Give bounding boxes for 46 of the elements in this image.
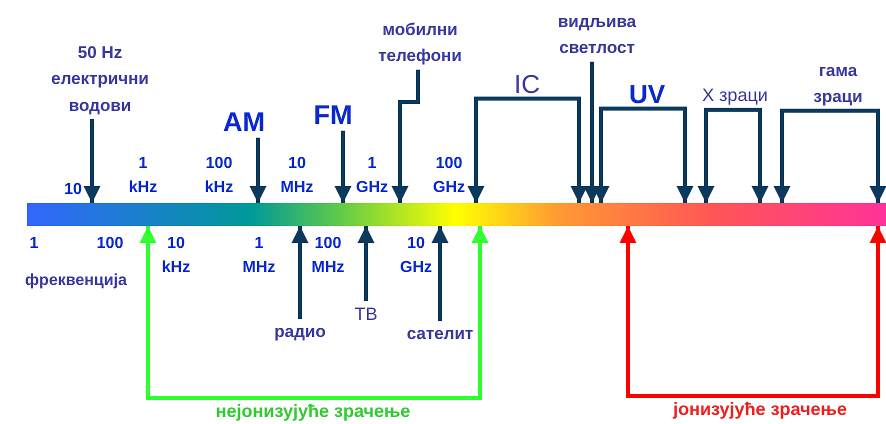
arrow (838, 108, 886, 203)
tick-label: 10 GHz (399, 234, 433, 278)
tick-label: 100 GHz (432, 154, 466, 198)
band-label: гама зраци (810, 58, 866, 111)
arrow (620, 226, 760, 398)
arrow (432, 226, 448, 321)
arrow (358, 226, 374, 301)
tick-label: 1 (28, 234, 40, 254)
arrow (647, 106, 694, 203)
tick-label: 100 MHz (310, 234, 346, 278)
tick-label: 1 kHz (128, 154, 158, 198)
axis-title: фреквенција (24, 271, 128, 291)
range-label: нејонизујуће зрачење (188, 398, 438, 424)
tick-label: 1 GHz (355, 154, 389, 198)
arrow (527, 96, 588, 203)
source-label: ТВ (353, 301, 379, 329)
arrow (774, 108, 838, 203)
arrow (313, 226, 488, 400)
tick-label: 10 (63, 180, 83, 200)
tick-label: 10 MHz (280, 154, 314, 198)
band-label: UV (624, 80, 670, 109)
tick-label: 100 kHz (204, 154, 234, 198)
band-label: IC (512, 70, 542, 99)
source-label: радио (270, 319, 330, 346)
source-label: сателит (405, 321, 475, 348)
tick-label: 1 MHz (242, 234, 276, 278)
arrow (334, 130, 352, 203)
range-label: јонизујуће зрачење (645, 396, 875, 424)
tick-label: 100 (96, 234, 124, 254)
arrow (292, 226, 308, 319)
band-label: видљива светлост (549, 9, 645, 62)
arrow (84, 119, 100, 203)
band-label: FM (303, 101, 363, 131)
spectrum-bar (27, 203, 886, 226)
arrow (250, 138, 266, 203)
source-label: мобилни телефони (378, 17, 462, 70)
arrow (468, 96, 527, 203)
source-label: 50 Hz електрични водови (50, 40, 150, 120)
band-label: X зраци (699, 82, 771, 110)
tick-label: 10 kHz (160, 234, 192, 278)
arrow (735, 108, 768, 203)
arrow (392, 70, 420, 203)
arrow (140, 226, 313, 400)
arrow (698, 108, 735, 203)
arrow (760, 226, 886, 398)
band-label: AM (214, 108, 274, 138)
